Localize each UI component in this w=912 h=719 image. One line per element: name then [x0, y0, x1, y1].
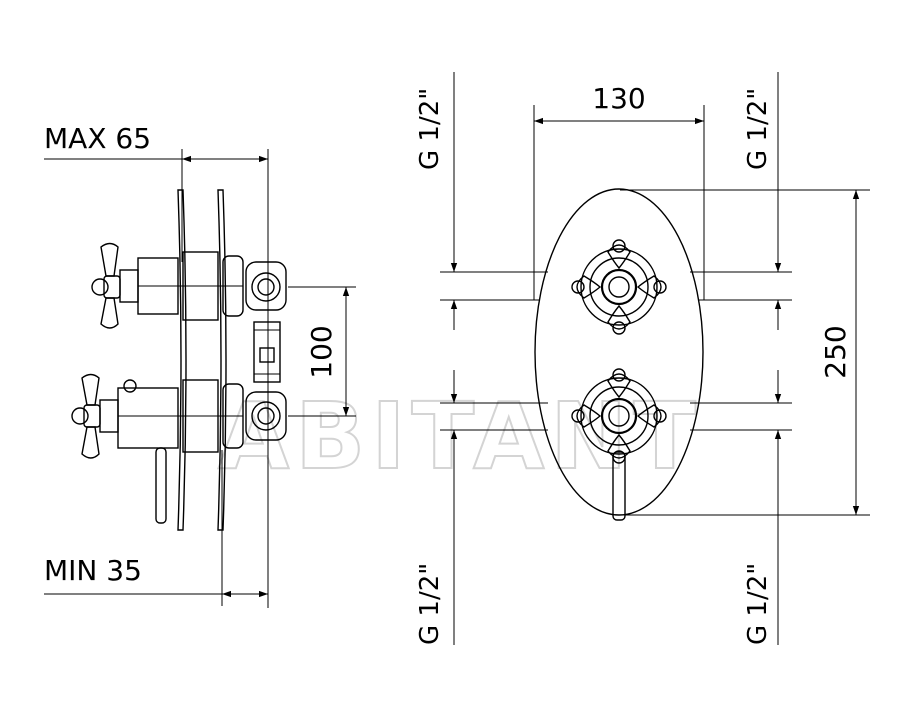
lower-connection-fitting-icon [245, 391, 287, 441]
upper-connection-fitting-icon [245, 261, 287, 311]
width-label: 130 [592, 82, 645, 115]
front-upper-handle-icon [571, 239, 667, 335]
min-depth-label: MIN 35 [44, 554, 142, 587]
height-label: 250 [819, 325, 852, 378]
watermark: ABITANT [218, 383, 702, 490]
oval-cover-plate [534, 188, 704, 516]
front-lower-handle-icon [571, 368, 667, 464]
center-distance-label: 100 [305, 325, 338, 378]
thread-label-top-left: G 1/2" [415, 88, 445, 170]
cover-plate-inner [217, 189, 227, 531]
lower-valve-body [117, 387, 179, 449]
middle-connector [253, 321, 281, 383]
max-depth-label: MAX 65 [44, 122, 151, 155]
lower-cross-handle-icon [71, 373, 119, 459]
front-diverter-lever [612, 451, 626, 521]
front-view: 130 250 [415, 72, 870, 645]
thread-label-top-right: G 1/2" [743, 88, 773, 170]
upper-cross-handle-icon [91, 242, 139, 329]
side-view: MAX 65 MIN 35 [44, 122, 356, 608]
thread-label-bottom-right: G 1/2" [743, 563, 773, 645]
cover-plate-outer [177, 189, 187, 531]
diverter-lever [155, 447, 167, 524]
thread-label-bottom-left: G 1/2" [415, 563, 445, 645]
